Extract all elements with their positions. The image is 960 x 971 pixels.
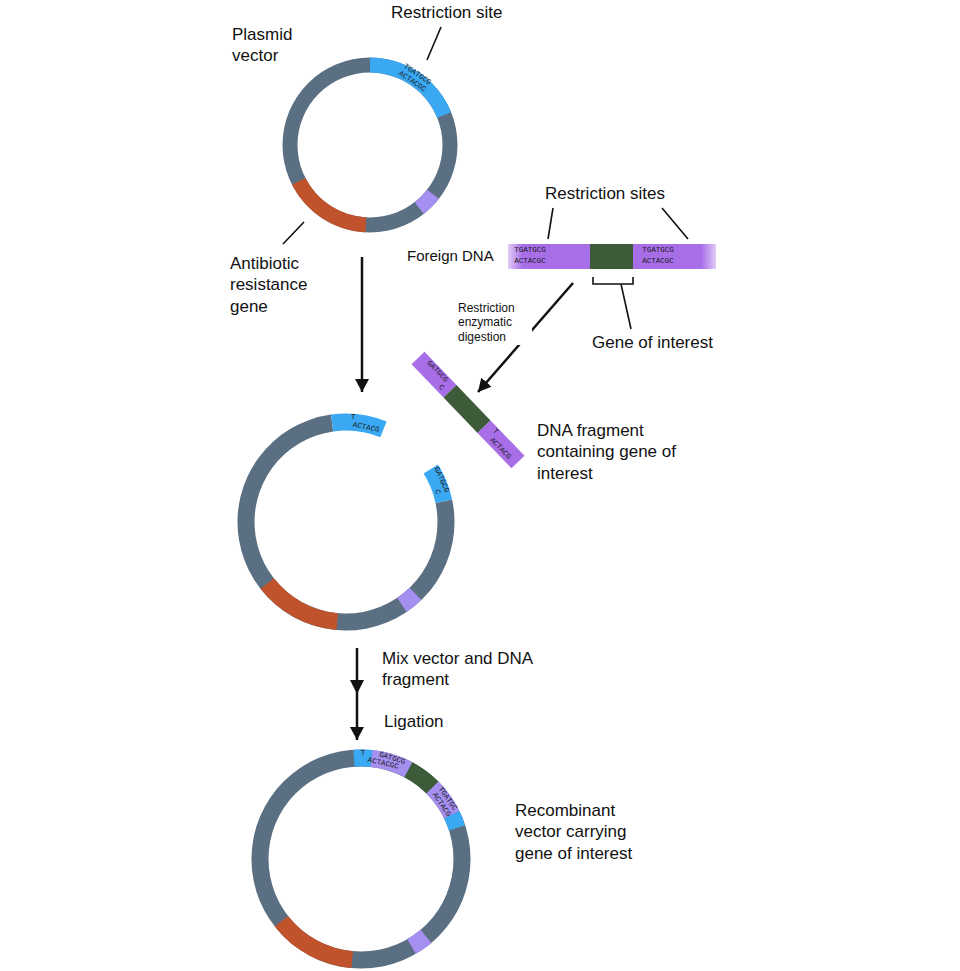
strand-shape [282,57,458,233]
ring-segment [292,178,366,232]
strand-shape [250,748,472,970]
fragment-segment [484,427,518,462]
part-label: Foreign DNA [407,247,494,266]
ring-segment [424,465,453,503]
leader-line [427,27,441,60]
step-label: Restriction enzymatic digestion [456,300,532,345]
gene-segment [590,244,633,269]
callout-label: Antibiotic resistance gene [230,253,322,317]
ring-segment [407,930,431,954]
plasmid-ring: TACTACGGATGCGC [236,412,456,632]
step-label: Ligation [382,711,446,733]
gene-bracket [593,277,633,284]
ring-segment [261,578,339,630]
callout-label: Restriction sites [545,183,665,204]
ring-segment [283,58,458,233]
dna-strand: Foreign DNATGATGCGACTACGCTGATGCGACTACGC [508,242,716,271]
fragment-segment [418,358,450,391]
ring-segment [331,414,387,438]
base-sequence: ACTACGC [514,258,546,266]
ring-segment [415,190,439,214]
plasmid-ring: Recombinant vector carrying gene of inte… [250,748,472,970]
ring-segment [275,916,353,968]
base-sequence: T [361,750,366,758]
process-arrow [361,257,364,392]
ring-segment [426,782,459,819]
leader-line [621,284,631,329]
leader-line [662,208,688,239]
leader-line [283,222,304,244]
base-sequence: ACTACGC [642,258,674,266]
ring-segment [251,750,470,969]
ring-segment [397,588,421,612]
dna-strand: DNA fragment containing gene of interest… [410,350,526,470]
callout-label: Gene of interest [592,332,713,353]
leader-line [548,208,553,239]
base-sequence: TGATGCG [642,247,674,255]
part-label: DNA fragment containing gene of interest [537,420,677,484]
strand-shape [236,412,456,632]
ring-segment [370,57,451,117]
dna-strip [508,244,716,269]
plasmid-ring: Plasmid vectorTGATGCGACTACGC [282,57,458,233]
base-sequence: TGATGCG [514,247,546,255]
part-label: Recombinant vector carrying gene of inte… [515,800,665,864]
fragment-segment [450,391,484,426]
callout-label: Restriction site [391,2,502,23]
part-label: Plasmid vector [232,24,304,67]
ring-segment [237,415,454,631]
callout-label: Mix vector and DNA fragment [382,648,560,691]
process-arrow [356,648,359,740]
